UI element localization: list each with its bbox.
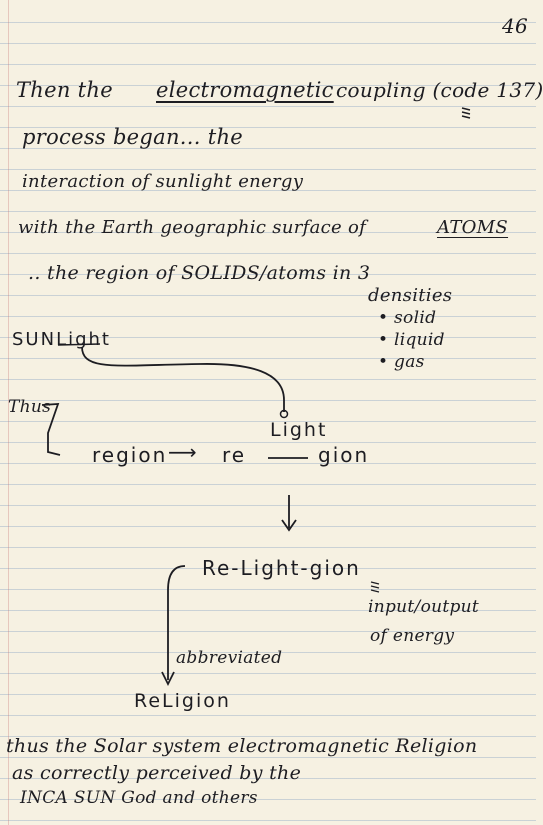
closing-line-3: INCA SUN God and others	[20, 788, 258, 808]
re-word: re	[222, 443, 247, 467]
text-line-3: interaction of sunlight energy	[22, 171, 304, 192]
density-item: • liquid	[378, 330, 445, 350]
region-word: region	[92, 443, 168, 467]
page-number: 46	[502, 14, 529, 38]
text-line-4b: ATOMS	[437, 217, 509, 238]
text-line-1c: coupling (code 137)	[336, 78, 543, 102]
text-line-1b: electromagnetic	[156, 78, 334, 102]
religion-word: ReLigion	[134, 690, 231, 712]
closing-line-1: thus the Solar system electromagnetic Re…	[6, 735, 478, 757]
sunlight-label: SUNLight	[12, 329, 111, 350]
text-line-1a: Then the	[16, 78, 113, 102]
of-energy-label: of energy	[370, 626, 455, 646]
input-output-label: input/output	[368, 597, 480, 617]
density-item: • gas	[378, 352, 425, 372]
gion-word: gion	[318, 443, 370, 467]
closing-line-2: as correctly perceived by the	[12, 762, 302, 784]
re-light-gion-word: Re-Light-gion	[202, 556, 361, 580]
text-line-5: .. the region of SOLIDS/atoms in 3	[28, 262, 371, 284]
arrow-right-icon: ⟶	[168, 440, 197, 464]
text-line-2: process began... the	[22, 125, 243, 149]
abbreviated-label: abbreviated	[176, 648, 283, 668]
text-line-4a: with the Earth geographic surface of	[18, 217, 367, 238]
density-item: • solid	[378, 308, 437, 328]
light-insert-label: Light	[270, 419, 328, 441]
densities-heading: densities	[368, 285, 453, 306]
thus-label: Thus	[8, 397, 52, 417]
margin-rule	[8, 0, 9, 825]
